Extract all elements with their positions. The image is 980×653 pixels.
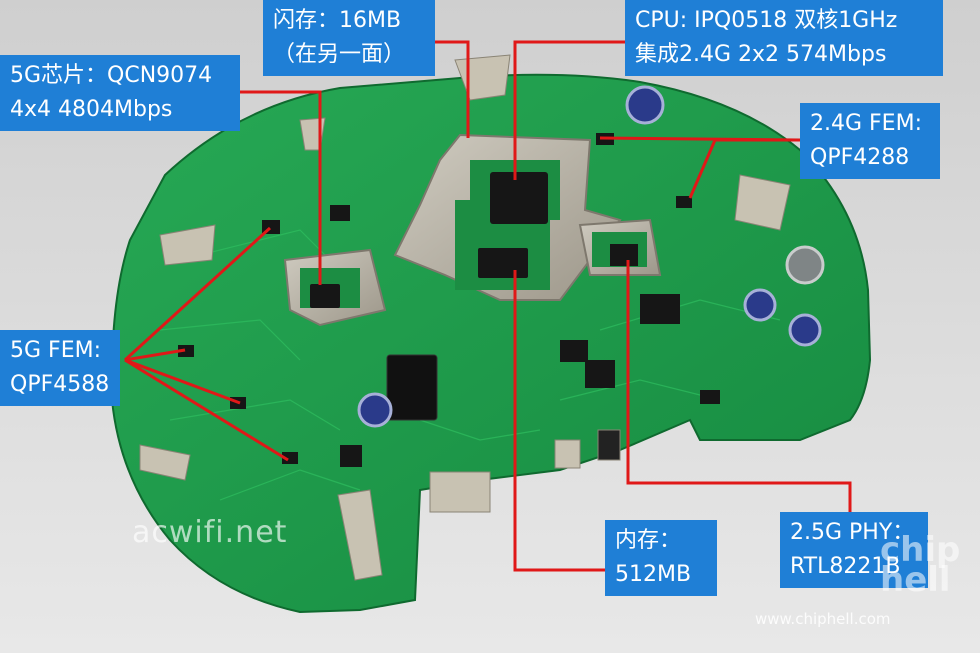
- chip-5g-label: 5G芯片：QCN9074 4x4 4804Mbps: [0, 55, 240, 131]
- cpu-label-line1: CPU: IPQ0518 双核1GHz: [635, 8, 898, 33]
- fem-5g-label-line2: QPF4588: [10, 372, 110, 397]
- chip-5g-label-line1: 5G芯片：QCN9074: [10, 63, 213, 88]
- fem-24g-label-line1: 2.4G FEM:: [810, 111, 922, 136]
- fem-5g-label: 5G FEM: QPF4588: [0, 330, 120, 406]
- fem-24g-label-line2: QPF4288: [810, 145, 910, 170]
- memory-label: 内存： 512MB: [605, 520, 717, 596]
- capacitors: [357, 85, 825, 428]
- flash-label: 闪存：16MB （在另一面）: [263, 0, 435, 76]
- flash-label-line2: （在另一面）: [273, 42, 406, 67]
- fem-5g-label-line1: 5G FEM:: [10, 338, 101, 363]
- chip-5g-label-line2: 4x4 4804Mbps: [10, 97, 173, 122]
- phy-label-line1: 2.5G PHY：: [790, 520, 915, 545]
- chips: [178, 133, 720, 467]
- phy-label: 2.5G PHY： RTL8221B: [780, 512, 928, 588]
- cpu-label: CPU: IPQ0518 双核1GHz 集成2.4G 2x2 574Mbps: [625, 0, 943, 76]
- memory-label-line2: 512MB: [615, 562, 692, 587]
- acwifi-watermark: acwifi.net: [132, 515, 288, 550]
- cpu-label-line2: 集成2.4G 2x2 574Mbps: [635, 42, 887, 67]
- flash-label-line1: 闪存：16MB: [273, 8, 402, 33]
- memory-label-line1: 内存：: [615, 528, 682, 553]
- relay: [386, 354, 438, 421]
- chiphell-url: www.chiphell.com: [755, 610, 891, 628]
- phy-label-line2: RTL8221B: [790, 554, 901, 579]
- chiphell-logo: chip hell: [880, 530, 961, 600]
- fem-24g-label: 2.4G FEM: QPF4288: [800, 103, 940, 179]
